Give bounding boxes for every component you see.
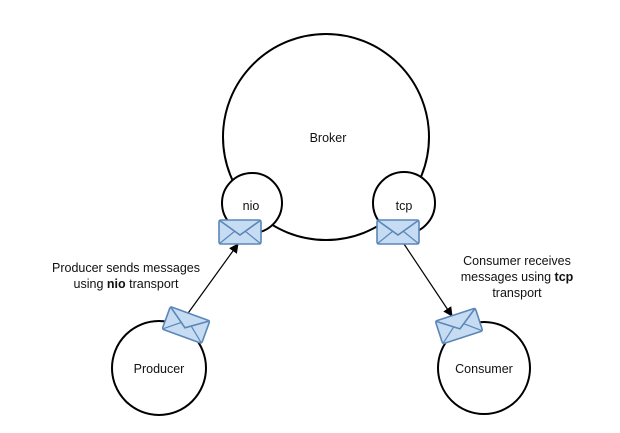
producer-annotation-line1: Producer sends messages [52,261,200,275]
producer-to-nio-arrow-icon [185,243,239,317]
broker-label: Broker [310,131,347,145]
nio-connector-label: nio [243,199,260,213]
consumer-label: Consumer [455,362,513,376]
producer-circle [111,320,207,416]
tcp-to-consumer-arrow-icon [403,243,453,317]
consumer-circle [437,321,531,415]
consumer-annotation-line3: transport [492,286,542,300]
producer-label: Producer [134,362,185,376]
consumer-annotation-line2: messages using tcp [461,270,574,284]
consumer-node: Consumer [437,321,531,415]
tcp-connector-label: tcp [396,199,413,213]
producer-annotation-line2: using nio transport [74,277,179,291]
producer-annotation: Producer sends messages using nio transp… [52,261,200,291]
tcp-connector: tcp [372,171,436,235]
consumer-annotation-line1: Consumer receives [463,254,571,268]
tcp-envelope-icon [376,219,420,245]
nio-connector: nio [221,172,283,234]
nio-envelope-icon [218,219,262,245]
producer-node: Producer [111,320,207,416]
consumer-annotation: Consumer receives messages using tcp tra… [461,254,574,300]
